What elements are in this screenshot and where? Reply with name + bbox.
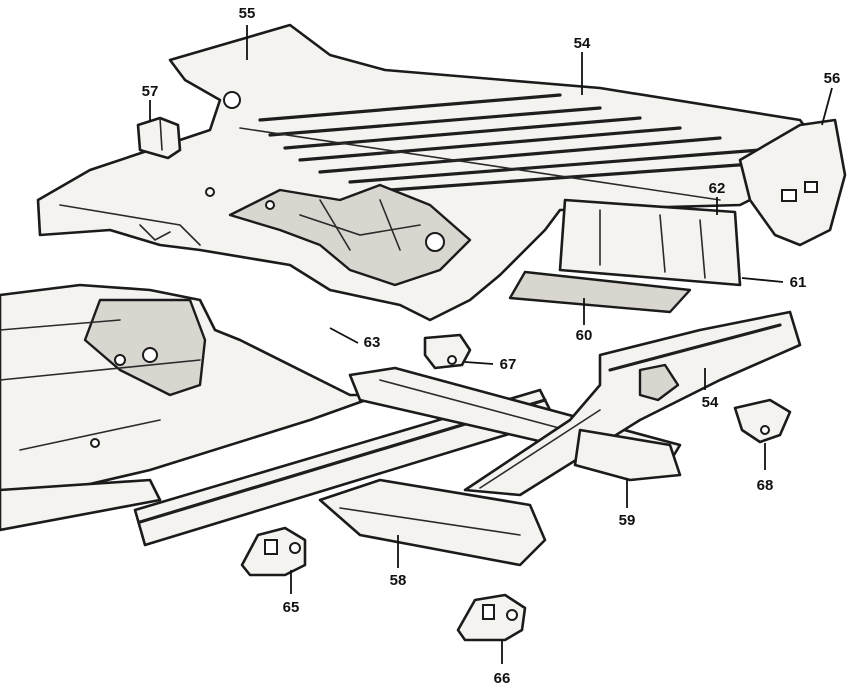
callout-63: 63 bbox=[364, 334, 381, 351]
callout-54-right: 54 bbox=[702, 394, 719, 411]
callout-61: 61 bbox=[790, 274, 807, 291]
mount-65 bbox=[240, 526, 307, 577]
frame-left-assembly bbox=[0, 283, 382, 532]
callout-labels: 55 54 56 57 62 61 60 63 67 54 68 59 58 6… bbox=[142, 5, 841, 687]
callout-62: 62 bbox=[709, 180, 726, 197]
bracket-57 bbox=[136, 116, 182, 160]
leader-lines bbox=[149, 25, 833, 664]
callout-56: 56 bbox=[824, 70, 841, 87]
callout-67: 67 bbox=[500, 356, 517, 373]
callout-57: 57 bbox=[142, 83, 159, 100]
callout-54-top: 54 bbox=[574, 35, 591, 52]
callout-66: 66 bbox=[494, 670, 511, 687]
cross-member-59 bbox=[573, 428, 682, 482]
callout-58: 58 bbox=[390, 572, 407, 589]
callout-55: 55 bbox=[239, 5, 256, 22]
floor-pan-assembly bbox=[36, 23, 847, 322]
mount-66 bbox=[456, 593, 527, 642]
callout-68: 68 bbox=[757, 477, 774, 494]
sill-58 bbox=[318, 478, 547, 567]
callout-60: 60 bbox=[576, 327, 593, 344]
mount-67 bbox=[423, 333, 472, 370]
callout-59: 59 bbox=[619, 512, 636, 529]
rear-frame-member-54 bbox=[463, 310, 802, 497]
callout-65: 65 bbox=[283, 599, 300, 616]
mount-68 bbox=[733, 398, 792, 444]
